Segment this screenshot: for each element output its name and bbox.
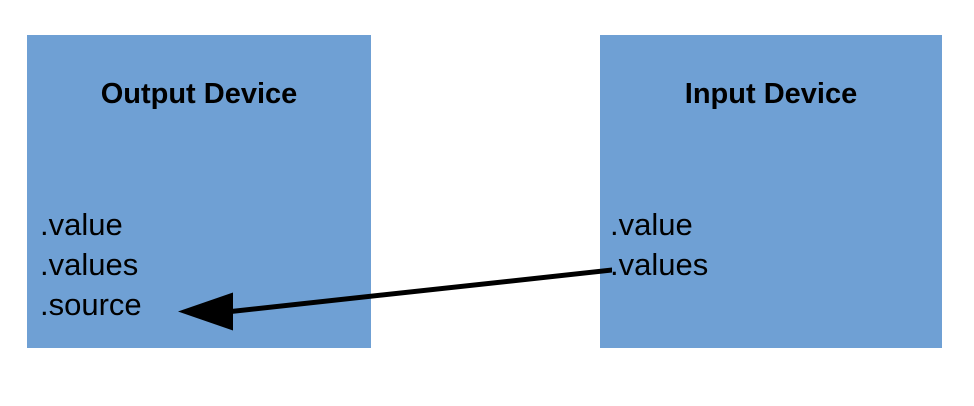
input-device-property-values: .values <box>610 247 709 282</box>
output-device-property-source: .source <box>40 287 142 322</box>
input-device-property-list: .value .values <box>610 205 708 285</box>
input-device-title: Input Device <box>684 78 858 110</box>
output-device-property-list: .value .values .source <box>40 205 142 325</box>
output-device-title: Output Device <box>100 78 298 110</box>
output-device-property-values: .values <box>40 247 139 282</box>
output-device-box[interactable]: Output Device .value .values .source <box>27 35 371 348</box>
input-device-box[interactable]: Input Device .value .values <box>600 35 942 348</box>
input-device-property-value: .value <box>610 207 693 242</box>
output-device-property-value: .value <box>40 207 123 242</box>
